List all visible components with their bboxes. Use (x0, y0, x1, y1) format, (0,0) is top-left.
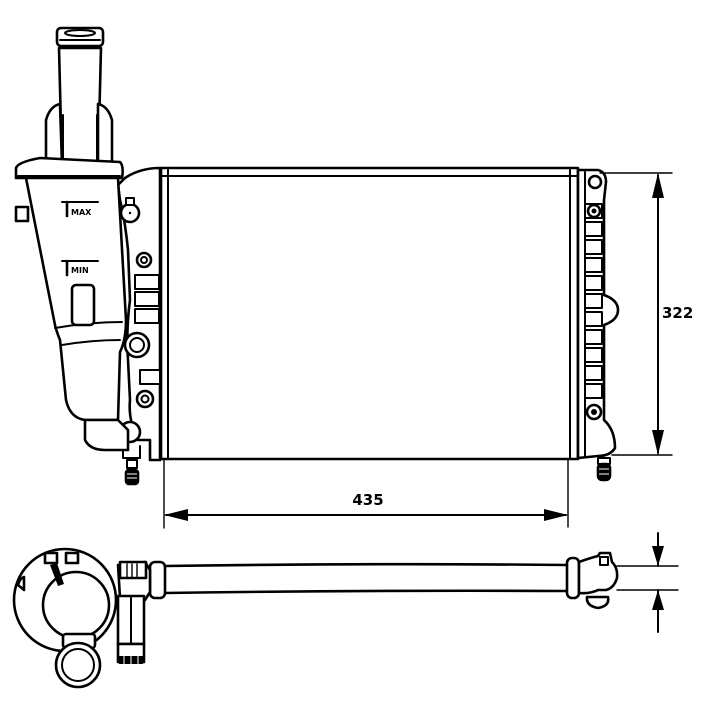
top-view-expansion-tank (12, 547, 152, 689)
min-level-mark: MIN (61, 259, 99, 277)
min-label: MIN (71, 266, 89, 275)
top-view (12, 532, 679, 689)
width-dimension: 435 (163, 459, 569, 529)
right-header-tank (576, 168, 620, 482)
top-view-right-fitting (577, 551, 679, 610)
height-dimension-value: 322 (662, 304, 693, 322)
radiator-core (159, 166, 580, 461)
left-header-tank (116, 166, 162, 486)
width-dimension-value: 435 (352, 491, 383, 509)
top-view-core (148, 556, 581, 600)
max-level-mark: MAX (61, 200, 99, 218)
right-tank-ribs (584, 203, 603, 399)
height-dimension: 322 (599, 172, 693, 456)
thickness-dimension (652, 532, 664, 633)
expansion-tank: MAX MIN (14, 26, 130, 452)
max-label: MAX (71, 208, 92, 217)
front-view: MAX MIN (14, 26, 693, 529)
